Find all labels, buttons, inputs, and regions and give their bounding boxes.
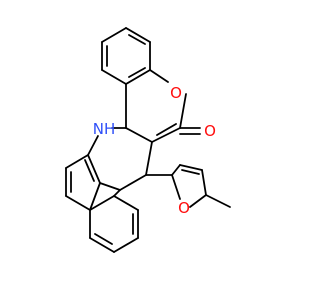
bond: [119, 174, 147, 191]
carbonyl-oxygen-label: O: [204, 122, 216, 140]
bond: [149, 69, 169, 83]
bond: [179, 164, 203, 171]
molecule-diagram: O O O NH: [65, 27, 231, 253]
bond: [113, 237, 139, 253]
bond: [205, 194, 231, 208]
bond-double: [84, 159, 95, 182]
bond: [99, 182, 121, 191]
furan-oxygen-label: O: [178, 199, 190, 217]
amine-nitrogen-label: NH: [93, 120, 116, 138]
bond-lines: [65, 27, 231, 253]
bond: [171, 164, 181, 176]
bond: [125, 27, 151, 43]
bond: [89, 182, 101, 211]
bond: [151, 127, 181, 143]
bond: [145, 141, 153, 176]
bond: [189, 194, 207, 208]
bond: [87, 154, 101, 184]
bond: [113, 189, 121, 197]
bond-double: [128, 34, 146, 45]
bond: [171, 174, 181, 200]
bond: [87, 135, 99, 156]
bond: [125, 127, 153, 143]
bond: [65, 195, 91, 211]
bond-double: [128, 67, 146, 78]
bond: [179, 93, 187, 129]
bond-double: [156, 123, 177, 136]
bond: [125, 69, 151, 85]
bond: [201, 169, 207, 196]
bond: [101, 69, 127, 85]
bond: [65, 154, 89, 169]
bond-double: [94, 233, 113, 245]
bond: [101, 27, 127, 43]
bond-double: [181, 169, 200, 175]
bond: [89, 237, 115, 253]
bond: [89, 195, 115, 211]
bond: [113, 195, 139, 211]
ring-oxygen-label: O: [170, 84, 182, 102]
structure-canvas: O O O NH: [65, 27, 231, 253]
